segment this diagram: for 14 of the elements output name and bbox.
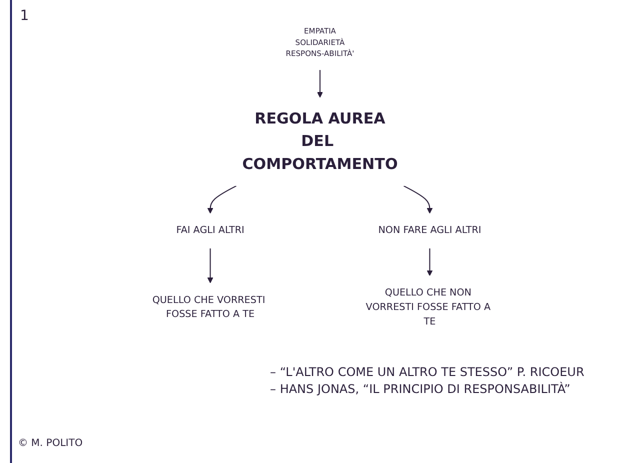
quote-note: – HANS JONAS, “IL PRINCIPIO DI RESPONSABILITÀ” bbox=[270, 382, 572, 396]
arrow bbox=[207, 185, 236, 214]
arrow bbox=[404, 185, 433, 214]
node-text: NON FARE AGLI ALTRI bbox=[378, 224, 482, 236]
quote-note: – “L'ALTRO COME UN ALTRO TE STESSO” P. RICOEUR bbox=[270, 365, 586, 379]
node-text: QUELLO CHE VORRESTI FOSSE FATTO A TE bbox=[152, 294, 266, 320]
node-text: QUELLO CHE NON VORRESTI FOSSE FATTO A TE bbox=[366, 287, 491, 328]
page-number: 1 bbox=[20, 8, 29, 24]
arrow bbox=[316, 70, 324, 98]
copyright-note: © M. POLITO bbox=[18, 438, 83, 449]
arrow bbox=[207, 248, 214, 284]
node-text: REGOLA AUREA DEL COMPORTAMENTO bbox=[242, 110, 398, 173]
arrow bbox=[426, 248, 433, 276]
node-text: FAI AGLI ALTRI bbox=[176, 224, 244, 236]
